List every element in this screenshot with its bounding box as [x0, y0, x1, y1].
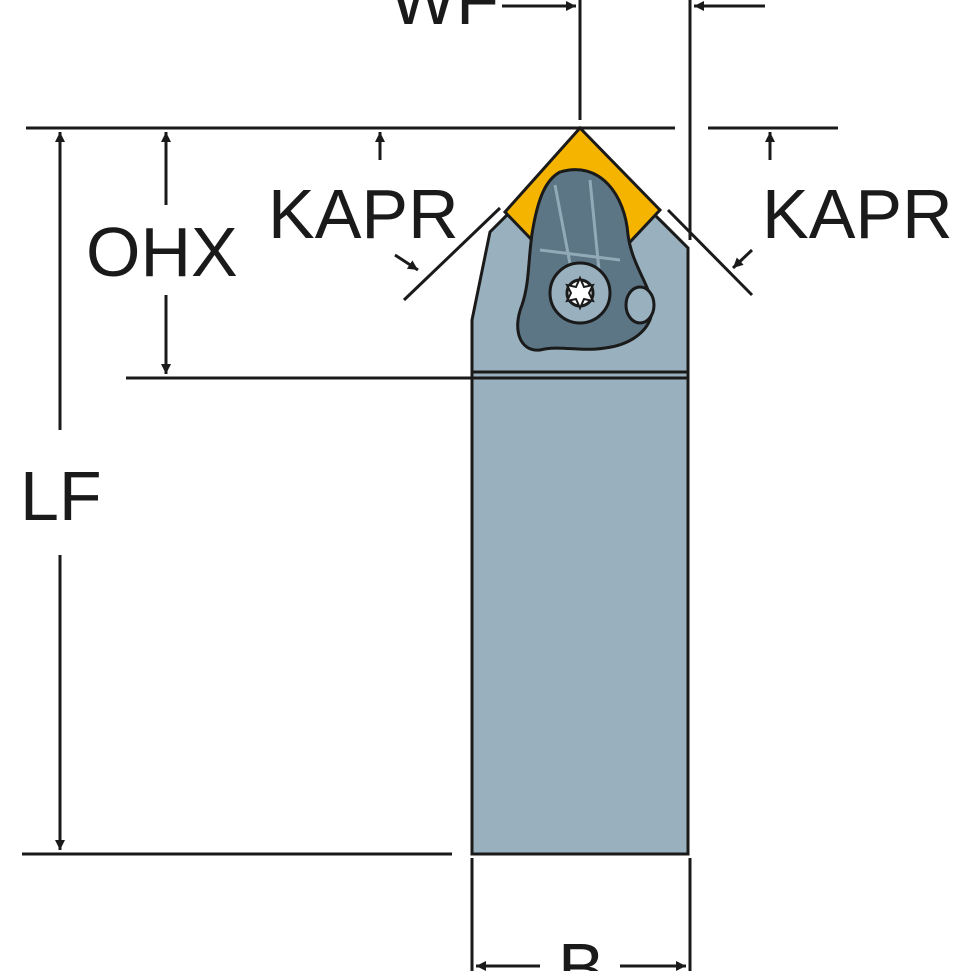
kapr-right-label: KAPR [762, 175, 953, 253]
tool-shank [470, 370, 690, 856]
wf-label: WF [390, 0, 499, 39]
lf-label: LF [20, 457, 102, 535]
b-label: B [558, 929, 605, 971]
kapr-left-label: KAPR [268, 175, 459, 253]
dimension-lines [22, 0, 838, 971]
torx-screw-icon [548, 261, 612, 325]
kapr-right-arrow-bottom [731, 248, 754, 270]
kapr-left-angle-line [402, 206, 502, 302]
kapr-right-angle-line [666, 208, 754, 297]
kapr-left-arrow-bottom [394, 253, 419, 272]
ohx-label: OHX [86, 213, 238, 291]
